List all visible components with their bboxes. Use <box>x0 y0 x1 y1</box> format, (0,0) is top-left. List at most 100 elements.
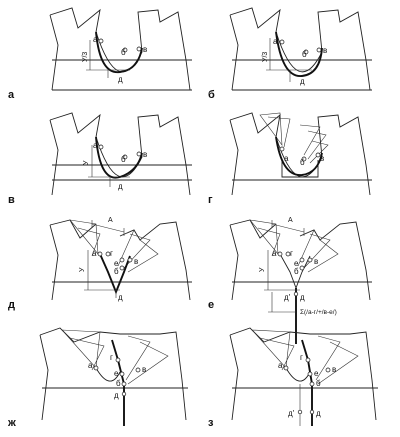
width-label: А <box>108 217 113 224</box>
point-v <box>307 257 313 263</box>
label-a: а <box>272 249 277 258</box>
rotated-darts <box>251 329 359 385</box>
neckline-curve <box>275 136 323 176</box>
panel-g: а б в г <box>208 112 372 206</box>
panel-zh: а г е б в д ж <box>7 327 188 429</box>
label-b: б <box>114 267 119 276</box>
neckline-curve <box>95 367 121 382</box>
neckline-curve <box>95 136 143 179</box>
point-g <box>305 357 311 363</box>
label-g: г <box>110 249 113 258</box>
label-e: е <box>314 369 319 378</box>
label-e: е <box>114 259 119 268</box>
label-e: е <box>114 369 119 378</box>
point-a <box>283 365 289 371</box>
label-d: д <box>118 75 123 84</box>
point-d <box>121 391 127 397</box>
point-b <box>122 154 128 160</box>
left-side <box>49 14 59 91</box>
label-b: б <box>121 155 126 164</box>
rotated-darts <box>259 112 329 164</box>
neckline-curve <box>275 31 323 77</box>
point-v <box>136 46 142 52</box>
point-e <box>299 257 305 263</box>
label-d: д <box>118 182 123 191</box>
panel-letter: б <box>208 89 215 101</box>
left-side <box>229 14 239 91</box>
point-a <box>279 146 285 152</box>
panel-letter: ж <box>7 417 16 429</box>
label-a: а <box>284 154 289 163</box>
bodice-outline <box>229 7 371 91</box>
point-b <box>303 49 309 55</box>
label-v: в <box>143 150 147 159</box>
label-d: д <box>118 293 123 302</box>
point-v <box>315 152 321 158</box>
panel-letter: з <box>208 417 214 429</box>
label-b: б <box>302 50 307 59</box>
label-v: в <box>142 365 146 374</box>
label-g: г <box>300 353 303 362</box>
left-side <box>39 334 49 421</box>
dimension-line <box>264 250 300 313</box>
label-v: в <box>323 46 327 55</box>
center-box <box>281 160 319 178</box>
point-a <box>279 39 285 45</box>
label-v: в <box>332 365 336 374</box>
width-label: А <box>288 217 293 224</box>
point-d-prime <box>297 409 303 415</box>
label-v: в <box>314 257 318 266</box>
left-side <box>49 119 59 196</box>
label-b: б <box>121 48 126 57</box>
label-b: б <box>294 267 299 276</box>
point-e <box>119 257 125 263</box>
point-b <box>119 265 125 271</box>
point-v <box>316 47 322 53</box>
label-d: д <box>316 409 321 418</box>
panel-letter: е <box>208 299 214 311</box>
label-b: б <box>300 158 305 167</box>
label-d: д <box>300 77 305 86</box>
label-d-prime: д' <box>284 293 291 302</box>
dimension-line <box>266 38 312 82</box>
panel-letter: г <box>208 194 213 206</box>
dim-label: У <box>79 267 86 272</box>
label-v: в <box>320 154 324 163</box>
dim-label: У <box>259 267 266 272</box>
dimension-line <box>84 250 120 298</box>
label-a: а <box>93 141 98 150</box>
point-b <box>309 381 315 387</box>
label-a: а <box>273 37 278 46</box>
panel-letter: в <box>8 194 15 206</box>
label-g: г <box>110 353 113 362</box>
panel-a: а б в д У/3 а <box>8 7 192 101</box>
label-a: а <box>93 35 98 44</box>
point-a <box>98 38 104 44</box>
panel-v: а б в д У в <box>8 112 192 206</box>
dimension-line <box>88 145 130 187</box>
dim-label: У <box>83 160 90 165</box>
dim-label: У/3 <box>262 52 269 62</box>
label-b: б <box>116 379 121 388</box>
label-g: г <box>290 249 293 258</box>
label-a: а <box>278 361 283 370</box>
label-d-prime: д' <box>288 409 295 418</box>
point-d <box>309 409 315 415</box>
left-side <box>229 224 239 301</box>
rotated-darts <box>69 219 159 273</box>
panel-letter: а <box>8 89 15 101</box>
panel-letter: д <box>8 299 15 311</box>
panel-b: а б в д У/3 б <box>208 7 372 101</box>
formula: Σ(/а-г/+/в-е/) <box>300 309 337 316</box>
panel-d: а г е б в д А У д <box>8 217 192 311</box>
rotated-darts <box>61 329 169 385</box>
left-side <box>229 334 239 421</box>
point-v <box>127 257 133 263</box>
point-a <box>98 144 104 150</box>
point-g <box>115 357 121 363</box>
label-v: в <box>134 257 138 266</box>
label-a: а <box>92 249 97 258</box>
point-g <box>105 251 111 257</box>
label-e: е <box>294 259 299 268</box>
left-side <box>49 224 59 301</box>
